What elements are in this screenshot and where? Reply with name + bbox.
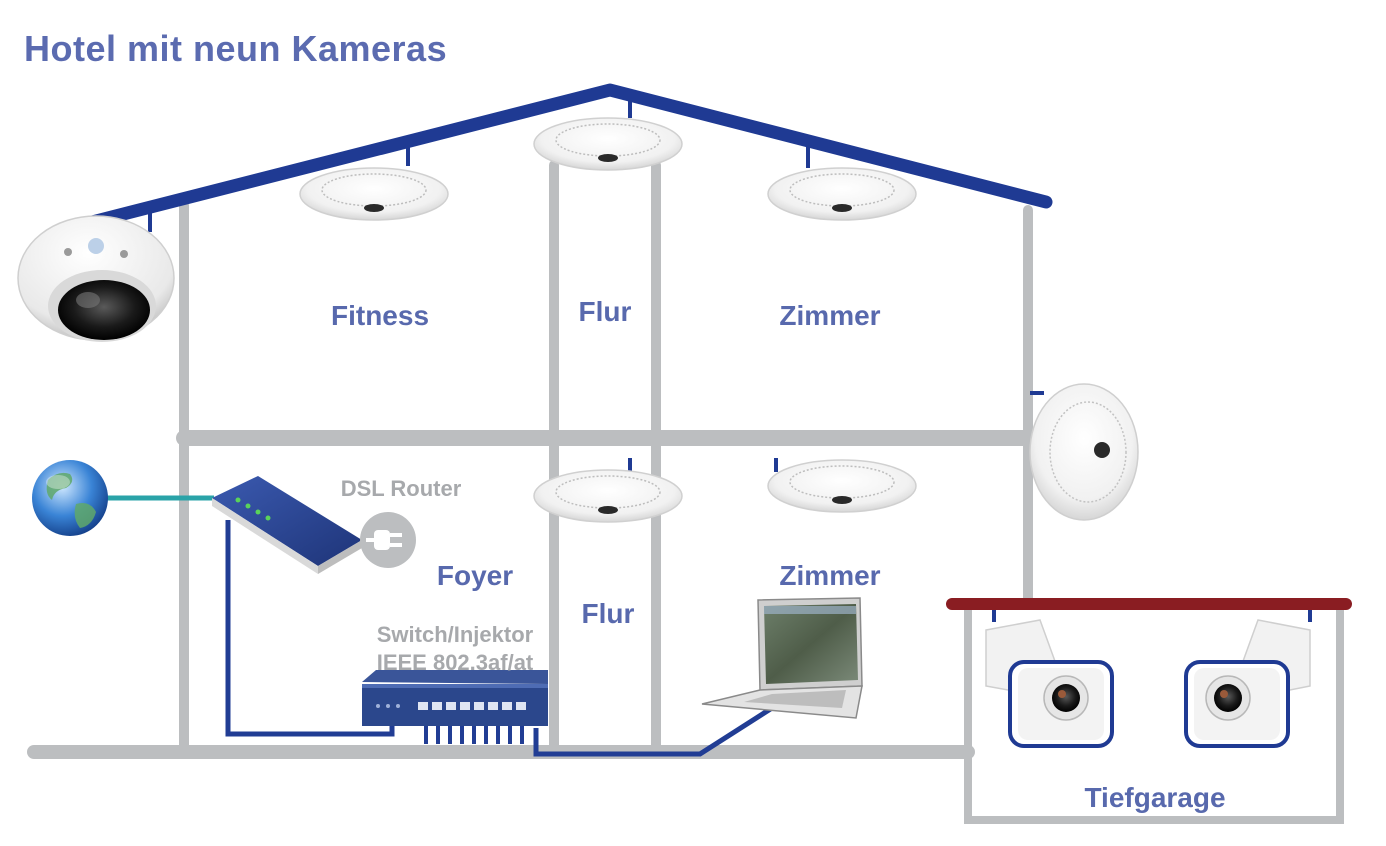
switch-label-line1: Switch/Injektor [376, 622, 534, 647]
page-title: Hotel mit neun Kameras [24, 28, 448, 69]
room-label-fitness: Fitness [330, 300, 430, 331]
ceiling-camera-icon[interactable] [767, 459, 917, 513]
laptop-icon[interactable] [701, 597, 863, 719]
ceiling-camera-icon[interactable] [533, 469, 683, 523]
wall-mount-camera-icon[interactable] [985, 619, 1114, 748]
dsl-router-icon[interactable] [212, 476, 362, 574]
room-label-zimmer-upper: Zimmer [779, 300, 881, 331]
wall-dome-camera-icon[interactable] [1029, 383, 1139, 521]
network-switch-icon[interactable] [362, 670, 548, 726]
room-label-flur-upper: Flur [578, 296, 632, 327]
router-switch-cable [225, 520, 395, 737]
room-label-flur-lower: Flur [581, 598, 635, 629]
room-label-zimmer-lower: Zimmer [779, 560, 881, 591]
building-walls [27, 160, 1344, 824]
globe-icon [32, 460, 108, 536]
roof [85, 83, 1053, 229]
ceiling-camera-icon[interactable] [299, 167, 449, 221]
ceiling-camera-icon[interactable] [533, 117, 683, 171]
room-label-foyer: Foyer [436, 560, 514, 591]
router-label: DSL Router [340, 476, 462, 501]
power-plug-icon [360, 512, 416, 568]
room-label-tiefgarage: Tiefgarage [1084, 782, 1226, 813]
switch-label-line2: IEEE 802.3af/at [376, 650, 534, 675]
switch-laptop-cable [533, 705, 774, 757]
switch-port-cables [424, 726, 524, 744]
ceiling-camera-icon[interactable] [767, 167, 917, 221]
dome-camera-icon[interactable] [17, 215, 175, 342]
wall-mount-camera-icon[interactable] [1184, 619, 1311, 748]
